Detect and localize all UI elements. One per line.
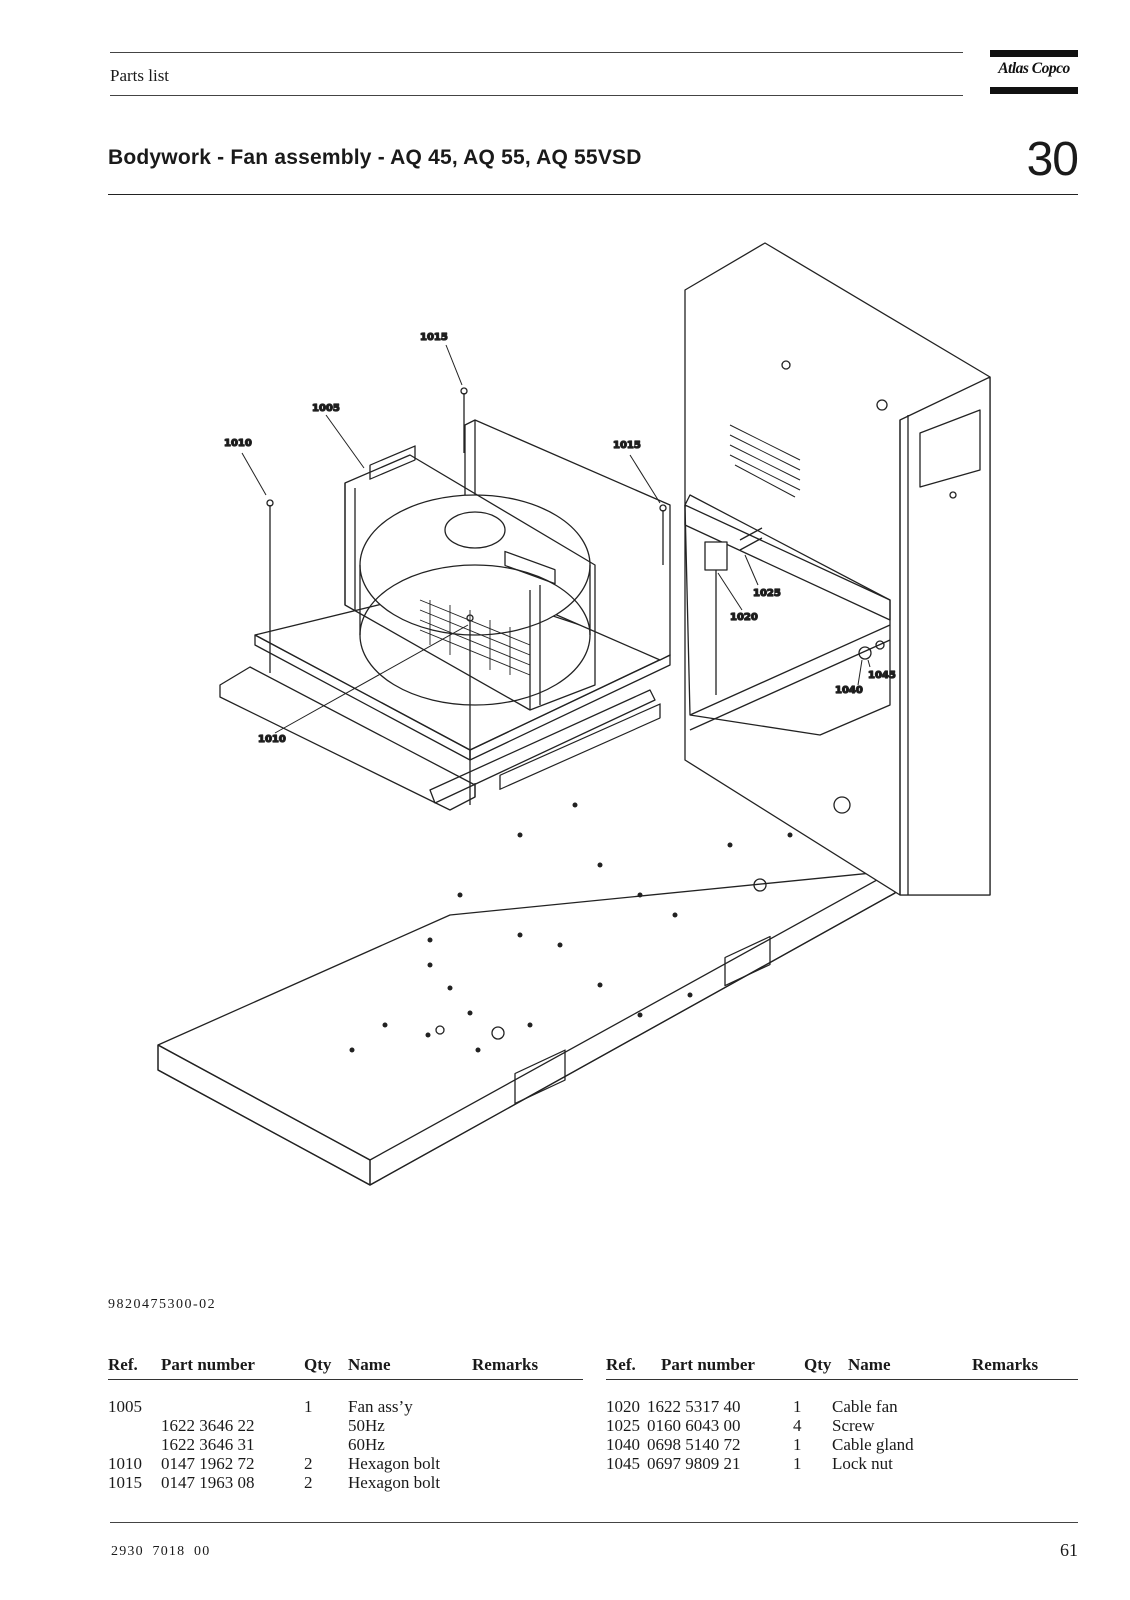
- cell-ref: 1045: [606, 1454, 640, 1473]
- footer-rule: [110, 1522, 1078, 1523]
- exploded-view-drawing: 1015 1005 1010 1015 1025 1020 1045 1040 …: [157, 242, 991, 1186]
- bolts: [266, 387, 667, 805]
- callout-1005: 1005: [312, 403, 340, 414]
- cell-name: 60Hz: [348, 1435, 385, 1454]
- vent-slots: [729, 424, 801, 498]
- cell-ref: 1015: [108, 1473, 142, 1492]
- col-header-ref: Ref.: [606, 1355, 636, 1374]
- page-number: 61: [1060, 1540, 1078, 1560]
- logo-wordmark: Atlas Copco: [998, 60, 1070, 77]
- col-header-qty: Qty: [804, 1355, 832, 1374]
- cell-name: Cable gland: [832, 1435, 914, 1454]
- cell-qty: 2: [304, 1473, 313, 1492]
- document-number: 2930 7018 00: [111, 1544, 211, 1559]
- col-header-part-number: Part number: [661, 1355, 755, 1374]
- callout-1020: 1020: [730, 612, 758, 623]
- table-header-rule: [606, 1379, 1078, 1380]
- mounting-rails: [219, 666, 656, 811]
- leader-lines: [241, 344, 871, 734]
- callout-1040: 1040: [835, 685, 863, 696]
- header-top-rule: [110, 52, 963, 53]
- cable-fan-components: [704, 527, 885, 695]
- col-header-part-number: Part number: [161, 1355, 255, 1374]
- cell-ref: 1010: [108, 1454, 142, 1473]
- rear-panel: [684, 242, 991, 896]
- cell-qty: 4: [793, 1416, 802, 1435]
- col-header-ref: Ref.: [108, 1355, 138, 1374]
- callout-1010-bottom: 1010: [258, 734, 286, 745]
- cell-qty: 1: [793, 1454, 802, 1473]
- cell-part-number: 1622 3646 22: [161, 1416, 255, 1435]
- cell-qty: 1: [793, 1435, 802, 1454]
- page-title: Bodywork - Fan assembly - AQ 45, AQ 55, …: [108, 146, 642, 169]
- callout-1015-right: 1015: [613, 440, 641, 451]
- col-header-remarks: Remarks: [972, 1355, 1039, 1374]
- table-header-rule: [108, 1379, 583, 1380]
- cell-part-number: 1622 5317 40: [647, 1397, 741, 1416]
- side-frame: [684, 494, 891, 736]
- section-label: Parts list: [110, 66, 170, 85]
- cell-part-number: 0697 9809 21: [647, 1454, 741, 1473]
- cell-part-number: 1622 3646 31: [161, 1435, 255, 1454]
- col-header-qty: Qty: [304, 1355, 332, 1374]
- callout-1025: 1025: [753, 588, 781, 599]
- logo-top-bar: [990, 50, 1078, 57]
- section-number: 30: [1026, 133, 1079, 186]
- callout-1045: 1045: [868, 670, 896, 681]
- cell-name: Screw: [832, 1416, 875, 1435]
- drawing-reference: 9820475300-02: [108, 1297, 217, 1312]
- cell-name: Hexagon bolt: [348, 1473, 441, 1492]
- cell-ref: 1020: [606, 1397, 640, 1416]
- callout-labels: 1015 1005 1010 1015 1025 1020 1045 1040 …: [223, 331, 896, 745]
- cell-ref: 1040: [606, 1435, 640, 1454]
- cell-ref: 1005: [108, 1397, 142, 1416]
- cell-part-number: 0160 6043 00: [647, 1416, 741, 1435]
- col-header-remarks: Remarks: [472, 1355, 539, 1374]
- cell-name: Cable fan: [832, 1397, 898, 1416]
- cell-name: Fan ass’y: [348, 1397, 413, 1416]
- callout-1015-top: 1015: [420, 332, 448, 343]
- cell-qty: 1: [793, 1397, 802, 1416]
- cell-ref: 1025: [606, 1416, 640, 1435]
- callout-1010-top: 1010: [224, 438, 252, 449]
- title-rule: [108, 194, 1078, 195]
- impeller-grid: [419, 599, 531, 676]
- brand-logo: Atlas Copco: [990, 50, 1078, 94]
- cell-name: Hexagon bolt: [348, 1454, 441, 1473]
- cell-name: Lock nut: [832, 1454, 893, 1473]
- col-header-name: Name: [848, 1355, 891, 1374]
- fan-unit: [344, 445, 596, 711]
- cell-part-number: 0147 1963 08: [161, 1473, 255, 1492]
- cell-qty: 1: [304, 1397, 313, 1416]
- col-header-name: Name: [348, 1355, 391, 1374]
- cell-part-number: 0698 5140 72: [647, 1435, 741, 1454]
- cell-qty: 2: [304, 1454, 313, 1473]
- logo-bottom-bar: [990, 87, 1078, 94]
- cell-part-number: 0147 1962 72: [161, 1454, 255, 1473]
- header-bottom-rule: [110, 95, 963, 96]
- base-holes: [349, 802, 868, 1053]
- cell-name: 50Hz: [348, 1416, 385, 1435]
